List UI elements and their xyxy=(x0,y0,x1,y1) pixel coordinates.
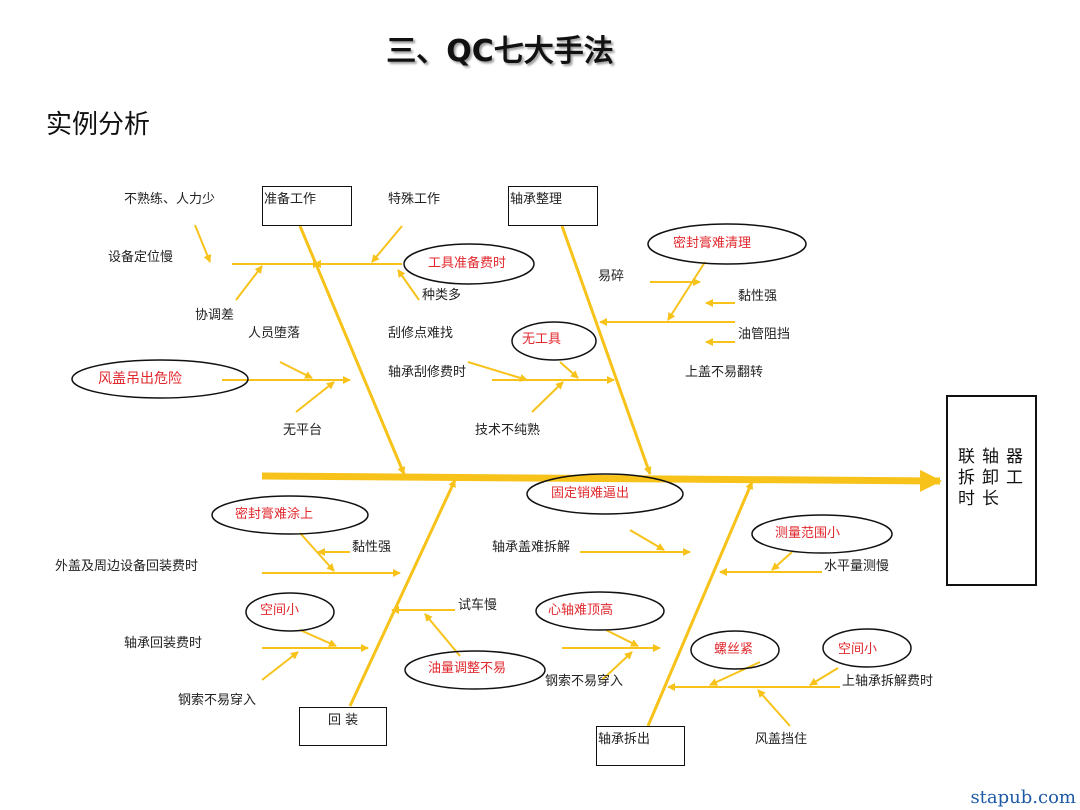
cause-label: 钢索不易穿入 xyxy=(545,674,624,689)
cause-label: 不熟练、人力少 xyxy=(124,192,216,207)
cause-label: 水平量测慢 xyxy=(824,559,890,574)
cause-label: 特殊工作 xyxy=(388,192,441,207)
page-title: 三、QC七大手法 xyxy=(386,34,614,69)
cause-label: 设备定位慢 xyxy=(108,250,174,265)
cause-label: 上轴承拆解费时 xyxy=(842,674,934,689)
cause-label-highlight: 油量调整不易 xyxy=(428,661,507,676)
cause-label: 试车慢 xyxy=(458,598,498,613)
cause-label: 油管阻挡 xyxy=(738,327,791,342)
cause-label: 人员堕落 xyxy=(248,326,301,341)
category-label-bearing-clean: 轴承整理 xyxy=(510,192,563,207)
cause-label-highlight: 空间小 xyxy=(260,603,300,618)
category-box-prep xyxy=(262,186,352,226)
bone-bearing-removal xyxy=(646,481,754,727)
section-subtitle: 实例分析 xyxy=(46,110,151,140)
effect-box: 联轴器拆卸工时长 xyxy=(946,395,1037,586)
cause-label: 刮修点难找 xyxy=(388,326,454,341)
cause-label: 风盖挡住 xyxy=(755,732,808,747)
cause-label: 上盖不易翻转 xyxy=(685,365,764,380)
cause-label-highlight: 测量范围小 xyxy=(775,526,841,541)
cause-label: 黏性强 xyxy=(738,289,778,304)
cause-label: 轴承回装费时 xyxy=(124,636,203,651)
cause-label: 技术不纯熟 xyxy=(475,423,541,438)
cause-label-highlight: 固定销难逼出 xyxy=(551,486,630,501)
cause-label-highlight: 工具准备费时 xyxy=(428,256,507,271)
category-box-bearing-clean xyxy=(508,186,598,226)
cause-label-highlight: 心轴难顶高 xyxy=(548,603,614,618)
cause-label-highlight: 空间小 xyxy=(838,642,878,657)
cause-label: 黏性强 xyxy=(352,540,392,555)
cause-label-highlight: 无工具 xyxy=(522,332,562,347)
category-label-reinstall: 回 装 xyxy=(328,713,359,728)
bone-reinstall xyxy=(348,479,457,707)
cause-label: 协调差 xyxy=(195,308,235,323)
cause-label-highlight: 风盖吊出危险 xyxy=(98,371,182,387)
cause-label: 轴承盖难拆解 xyxy=(492,540,571,555)
cause-label: 易碎 xyxy=(598,269,625,284)
category-label-bearing-removal: 轴承拆出 xyxy=(598,732,651,747)
spine-arrow xyxy=(261,469,942,492)
cause-label: 无平台 xyxy=(283,423,323,438)
category-box-bearing-removal xyxy=(596,726,685,766)
category-box-reinstall xyxy=(299,707,387,746)
cause-label: 轴承刮修费时 xyxy=(388,365,467,380)
effect-label: 联轴器拆卸工时长 xyxy=(958,447,1030,509)
watermark: stapub.com xyxy=(970,787,1076,808)
cause-label: 外盖及周边设备回装费时 xyxy=(55,559,199,574)
category-label-prep: 准备工作 xyxy=(264,192,317,207)
cause-label-highlight: 密封膏难清理 xyxy=(673,236,752,251)
cause-label-highlight: 螺丝紧 xyxy=(714,642,754,657)
bone-bearing-clean xyxy=(560,225,652,475)
cause-label-highlight: 密封膏难涂上 xyxy=(235,507,314,522)
cause-label: 种类多 xyxy=(422,288,462,303)
cause-label: 钢索不易穿入 xyxy=(178,693,257,708)
